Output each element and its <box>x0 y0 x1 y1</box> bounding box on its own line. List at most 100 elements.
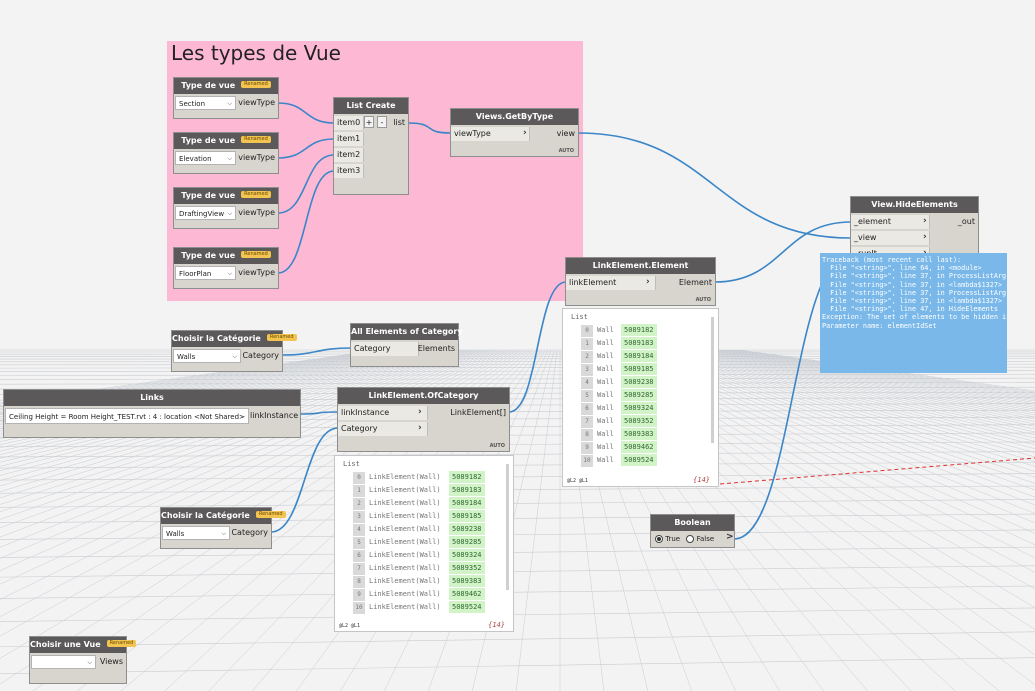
node-header[interactable]: Boolean <box>651 515 734 531</box>
list-index: 5 <box>353 537 365 549</box>
list-item-type: Wall <box>597 324 614 336</box>
input-port-element[interactable]: _element <box>851 215 930 229</box>
view-dropdown[interactable]: ⌵ <box>31 655 96 669</box>
list-item-value: 5089238 <box>449 523 485 535</box>
input-port-category[interactable]: Category <box>338 422 428 436</box>
output-port-boolean[interactable]: > <box>726 532 734 542</box>
list-item: 5LinkElement(Wall)5089285 <box>353 536 441 548</box>
input-port-linkinstance[interactable]: linkInstance <box>338 406 428 420</box>
node-header[interactable]: LinkElement.OfCategory <box>338 388 509 404</box>
remove-input-button[interactable]: - <box>377 116 387 128</box>
preview-count: {14} <box>693 476 710 484</box>
renamed-tag: Renamed <box>241 251 271 258</box>
link-instance-dropdown[interactable]: Ceiling Height = Room Height_TEST.rvt : … <box>5 408 249 424</box>
output-port-viewtype[interactable]: viewType <box>236 266 278 280</box>
output-port-viewtype[interactable]: viewType <box>236 206 278 220</box>
preview-count: {14} <box>488 621 505 629</box>
list-item: 3LinkElement(Wall)5089185 <box>353 510 441 522</box>
input-port-item0[interactable]: item0 <box>334 116 364 130</box>
list-item-value: 5089524 <box>449 601 485 613</box>
list-item-value: 5089352 <box>449 562 485 574</box>
view-type-node[interactable]: Type de vueRenamed Section⌵ viewType <box>174 78 278 118</box>
view-type-dropdown[interactable]: Section⌵ <box>175 96 236 110</box>
boolean-node[interactable]: Boolean True False > <box>651 515 734 547</box>
list-item-type: LinkElement(Wall) <box>369 549 441 561</box>
list-item-value: 5089383 <box>621 428 657 440</box>
output-port-list[interactable]: list <box>389 116 408 130</box>
node-header[interactable]: List Create <box>334 98 408 114</box>
link-element-element-node[interactable]: LinkElement.Element linkElement › Elemen… <box>566 258 715 305</box>
output-port-view[interactable]: view <box>531 127 578 141</box>
input-port-viewtype[interactable]: viewType <box>451 127 530 141</box>
output-port-linkinstance[interactable]: linkInstance <box>250 409 300 423</box>
node-header[interactable]: Links <box>4 390 300 406</box>
view-type-node[interactable]: Type de vueRenamed FloorPlan⌵ viewType <box>174 248 278 288</box>
chevron-down-icon: ⌵ <box>240 409 245 424</box>
links-node[interactable]: Links Ceiling Height = Room Height_TEST.… <box>4 390 300 437</box>
preview-linkelement-list[interactable]: List 0LinkElement(Wall)50891821LinkEleme… <box>334 455 514 632</box>
node-header[interactable]: Type de vueRenamed <box>174 188 278 204</box>
link-element-of-category-node[interactable]: LinkElement.OfCategory linkInstance › Li… <box>338 388 509 451</box>
category-dropdown[interactable]: Walls⌵ <box>162 526 230 540</box>
radio-false[interactable] <box>686 535 694 543</box>
choose-view-node[interactable]: Choisir une VueRenamed ⌵ Views <box>30 637 126 683</box>
output-port-out[interactable]: _out <box>931 215 978 229</box>
input-port-item3[interactable]: item3 <box>334 164 364 178</box>
list-item-value: 5089524 <box>621 454 657 466</box>
view-type-node[interactable]: Type de vueRenamed Elevation⌵ viewType <box>174 133 278 173</box>
error-message: Traceback (most recent call last): File … <box>820 253 1007 373</box>
node-header[interactable]: Type de vueRenamed <box>174 133 278 149</box>
output-port-category[interactable]: Category <box>241 349 282 363</box>
category-dropdown[interactable]: Walls⌵ <box>173 349 241 363</box>
scrollbar[interactable] <box>711 317 714 443</box>
dropdown-value: Elevation <box>179 155 212 163</box>
list-item-value: 5089185 <box>449 510 485 522</box>
node-header[interactable]: View.HideElements <box>851 197 978 213</box>
view-type-dropdown[interactable]: DraftingView⌵ <box>175 206 236 220</box>
input-port-category[interactable]: Category <box>351 342 419 356</box>
output-port-views[interactable]: Views <box>96 655 126 669</box>
list-index: 2 <box>581 351 593 363</box>
list-item-type: Wall <box>597 389 614 401</box>
output-port-linkelement-list[interactable]: LinkElement[] <box>430 406 509 420</box>
preview-wall-list[interactable]: List 0Wall50891821Wall50891832Wall508918… <box>562 308 719 487</box>
choose-category-node[interactable]: Choisir la CatégorieRenamed Walls⌵ Categ… <box>161 508 271 548</box>
chevron-down-icon: ⌵ <box>227 207 232 220</box>
view-type-node[interactable]: Type de vueRenamed DraftingView⌵ viewTyp… <box>174 188 278 228</box>
add-input-button[interactable]: + <box>364 116 374 128</box>
node-header[interactable]: Choisir une VueRenamed <box>30 637 126 653</box>
view-type-dropdown[interactable]: FloorPlan⌵ <box>175 266 236 280</box>
list-item-value: 5089184 <box>449 497 485 509</box>
output-port-viewtype[interactable]: viewType <box>236 96 278 110</box>
list-index: 8 <box>353 576 365 588</box>
input-port-view[interactable]: _view <box>851 231 930 245</box>
all-elements-of-category-node[interactable]: All Elements of Category Category Elemen… <box>351 324 458 366</box>
node-header[interactable]: Type de vueRenamed <box>174 78 278 94</box>
node-header[interactable]: All Elements of Category <box>351 324 458 340</box>
output-port-elements[interactable]: Elements <box>417 342 458 356</box>
views-get-by-type-node[interactable]: Views.GetByType viewType › view AUTO <box>451 109 578 156</box>
list-item: 7Wall5089352 <box>581 415 614 427</box>
input-port-item1[interactable]: item1 <box>334 132 364 146</box>
chevron-down-icon: ⌵ <box>227 97 232 110</box>
choose-category-node[interactable]: Choisir la CatégorieRenamed Walls⌵ Categ… <box>172 331 282 371</box>
output-port-viewtype[interactable]: viewType <box>236 151 278 165</box>
node-header[interactable]: Choisir la CatégorieRenamed <box>172 331 282 347</box>
node-header[interactable]: Views.GetByType <box>451 109 578 125</box>
radio-true[interactable] <box>655 535 663 543</box>
input-port-item2[interactable]: item2 <box>334 148 364 162</box>
boolean-toggle[interactable]: True False <box>655 532 725 546</box>
node-header[interactable]: LinkElement.Element <box>566 258 715 274</box>
list-create-node[interactable]: List Create item0 + - list item1 item2 i… <box>334 98 408 194</box>
node-header[interactable]: Type de vueRenamed <box>174 248 278 264</box>
view-type-dropdown[interactable]: Elevation⌵ <box>175 151 236 165</box>
node-header[interactable]: Choisir la CatégorieRenamed <box>161 508 271 524</box>
input-port-linkelement[interactable]: linkElement <box>566 276 656 290</box>
output-port-category[interactable]: Category <box>230 526 271 540</box>
chevron-down-icon: ⌵ <box>232 350 237 363</box>
output-port-element[interactable]: Element <box>658 276 715 290</box>
node-title: Type de vue <box>181 81 235 90</box>
list-item-type: LinkElement(Wall) <box>369 497 441 509</box>
scrollbar[interactable] <box>506 464 509 590</box>
